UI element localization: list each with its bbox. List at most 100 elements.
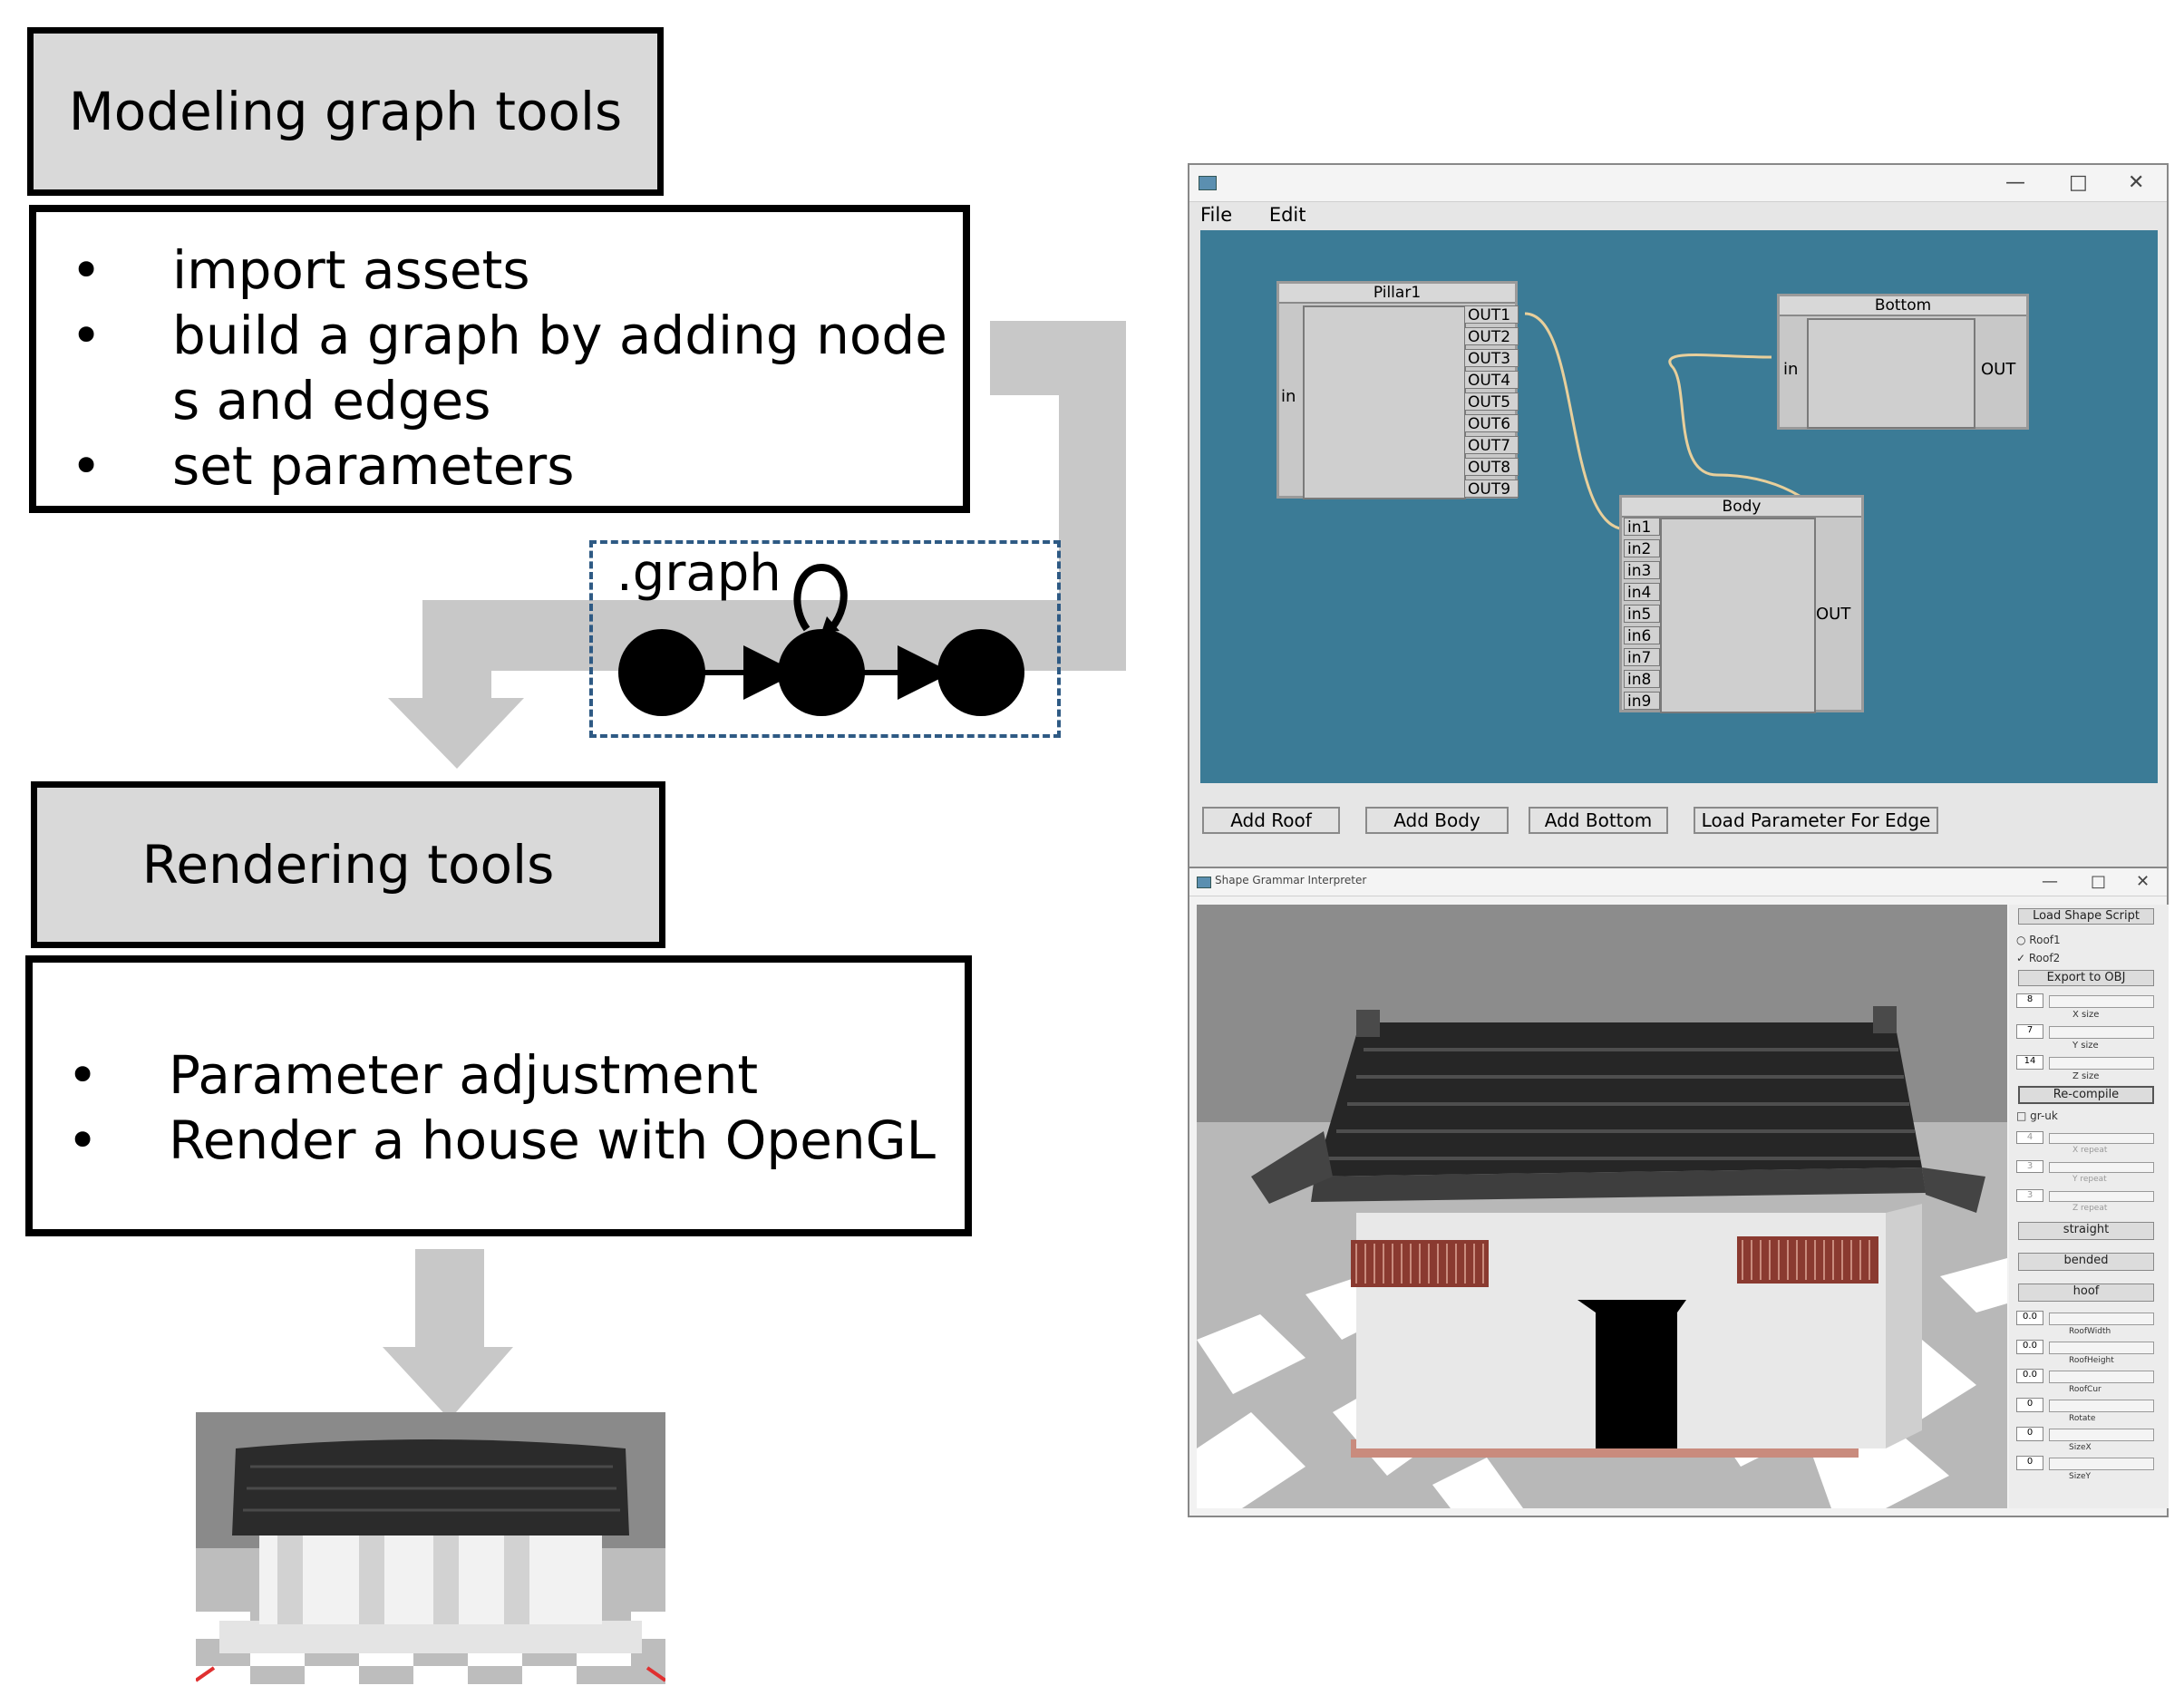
add-roof-button[interactable]: Add Roof <box>1202 807 1340 834</box>
bended-button[interactable]: bended <box>2018 1253 2154 1271</box>
port-out4[interactable]: OUT4 <box>1464 371 1519 390</box>
menu-edit[interactable]: Edit <box>1268 204 1306 226</box>
modeling-item-params: set parameters <box>36 433 963 499</box>
rotate-slider[interactable] <box>2049 1400 2154 1412</box>
rendering-title-box: Rendering tools <box>31 781 665 948</box>
render-close-icon[interactable]: ✕ <box>2136 872 2150 891</box>
port-in5[interactable]: in5 <box>1624 605 1660 624</box>
roof2-label: Roof2 <box>2028 952 2061 964</box>
x-repeat-value[interactable]: 4 <box>2016 1131 2043 1144</box>
node-pillar-input[interactable]: in <box>1281 387 1296 406</box>
z-repeat-slider[interactable] <box>2049 1191 2154 1202</box>
port-out3[interactable]: OUT3 <box>1464 349 1519 368</box>
rendering-item-render: Render a house with OpenGL <box>33 1108 965 1173</box>
node-body[interactable]: Body in1 in2 in3 in4 in5 in6 in7 in8 in9… <box>1619 495 1864 713</box>
y-repeat-label: Y repeat <box>2072 1175 2107 1184</box>
port-in2[interactable]: in2 <box>1624 539 1660 558</box>
port-in4[interactable]: in4 <box>1624 583 1660 602</box>
add-bottom-button[interactable]: Add Bottom <box>1529 807 1668 834</box>
node-body-body <box>1660 518 1816 713</box>
port-out9[interactable]: OUT9 <box>1464 480 1519 499</box>
modeling-item-build-cont: s and edges <box>172 370 491 431</box>
size-x-value[interactable]: 0 <box>2016 1427 2043 1441</box>
y-repeat-slider[interactable] <box>2049 1162 2154 1173</box>
port-in7[interactable]: in7 <box>1624 648 1660 667</box>
down-arrow-2 <box>383 1249 513 1419</box>
node-body-output[interactable]: OUT <box>1816 605 1851 624</box>
roof-radio-1[interactable]: ○ Roof1 <box>2016 934 2061 946</box>
node-bottom-body <box>1807 318 1975 429</box>
x-size-slider[interactable] <box>2049 995 2154 1008</box>
graph-canvas[interactable]: Pillar1 in OUT1 OUT2 OUT3 OUT4 OUT5 OUT6… <box>1200 230 2158 783</box>
modeling-title: Modeling graph tools <box>68 81 623 142</box>
rendering-item-params: Parameter adjustment <box>33 1042 965 1108</box>
render-minimize-icon[interactable]: — <box>2042 872 2058 891</box>
straight-button[interactable]: straight <box>2018 1222 2154 1240</box>
port-in6[interactable]: in6 <box>1624 626 1660 645</box>
recompile-button[interactable]: Re-compile <box>2018 1086 2154 1104</box>
graph-file-label: .graph <box>616 544 781 603</box>
render-titlebar[interactable]: Shape Grammar Interpreter — □ ✕ <box>1189 868 2167 896</box>
modeling-list-box: import assets build a graph by adding no… <box>29 205 970 513</box>
roof-height-value[interactable]: 0.0 <box>2016 1340 2043 1354</box>
minimize-icon[interactable]: — <box>2005 171 2025 194</box>
port-out5[interactable]: OUT5 <box>1464 392 1519 412</box>
modeling-list: import assets build a graph by adding no… <box>36 237 963 499</box>
roof-radio-2[interactable]: ✓ Roof2 <box>2016 952 2061 964</box>
render-maximize-icon[interactable]: □ <box>2091 872 2107 891</box>
z-repeat-label: Z repeat <box>2072 1204 2108 1213</box>
roof-cur-slider[interactable] <box>2049 1371 2154 1383</box>
port-in8[interactable]: in8 <box>1624 670 1660 689</box>
roof-height-slider[interactable] <box>2049 1342 2154 1354</box>
load-shape-script-button[interactable]: Load Shape Script <box>2018 908 2154 925</box>
z-size-slider[interactable] <box>2049 1057 2154 1070</box>
roof-width-label: RoofWidth <box>2069 1327 2111 1336</box>
add-body-button[interactable]: Add Body <box>1365 807 1509 834</box>
app-icon <box>1199 176 1217 190</box>
node-bottom[interactable]: Bottom in OUT <box>1777 294 2029 430</box>
y-size-value[interactable]: 7 <box>2016 1024 2043 1039</box>
size-y-value[interactable]: 0 <box>2016 1456 2043 1470</box>
z-size-label: Z size <box>2072 1071 2100 1081</box>
size-y-slider[interactable] <box>2049 1458 2154 1470</box>
roof-cur-value[interactable]: 0.0 <box>2016 1369 2043 1383</box>
node-bottom-output[interactable]: OUT <box>1981 360 2016 379</box>
port-out2[interactable]: OUT2 <box>1464 327 1519 346</box>
node-bottom-input[interactable]: in <box>1783 360 1799 379</box>
graph-node-3 <box>937 629 1024 716</box>
y-size-slider[interactable] <box>2049 1026 2154 1039</box>
node-pillar[interactable]: Pillar1 in OUT1 OUT2 OUT3 OUT4 OUT5 OUT6… <box>1276 281 1519 499</box>
x-repeat-label: X repeat <box>2072 1146 2108 1155</box>
x-size-value[interactable]: 8 <box>2016 993 2043 1008</box>
right-window <box>1737 1236 1878 1284</box>
maximize-icon[interactable]: □ <box>2069 171 2088 194</box>
load-parameter-button[interactable]: Load Parameter For Edge <box>1694 807 1938 834</box>
render-viewport[interactable] <box>1197 905 2007 1508</box>
port-in9[interactable]: in9 <box>1624 692 1660 711</box>
editor-menubar: File Edit <box>1189 202 2167 228</box>
export-obj-button[interactable]: Export to OBJ <box>2018 970 2154 986</box>
size-x-slider[interactable] <box>2049 1429 2154 1441</box>
port-out6[interactable]: OUT6 <box>1464 414 1519 433</box>
y-repeat-value[interactable]: 3 <box>2016 1160 2043 1173</box>
gr-uk-checkbox[interactable]: □ gr-uk <box>2016 1109 2058 1122</box>
x-repeat-slider[interactable] <box>2049 1133 2154 1144</box>
menu-file[interactable]: File <box>1200 204 1233 226</box>
editor-titlebar[interactable]: — □ ✕ <box>1189 165 2167 202</box>
port-in3[interactable]: in3 <box>1624 561 1660 580</box>
z-size-value[interactable]: 14 <box>2016 1055 2043 1070</box>
rotate-value[interactable]: 0 <box>2016 1398 2043 1412</box>
port-out1[interactable]: OUT1 <box>1464 305 1519 325</box>
close-icon[interactable]: ✕ <box>2128 171 2145 194</box>
roof-height-label: RoofHeight <box>2069 1356 2114 1365</box>
node-pillar-body <box>1303 305 1466 499</box>
hoof-button[interactable]: hoof <box>2018 1284 2154 1302</box>
roof-width-slider[interactable] <box>2049 1313 2154 1325</box>
port-in1[interactable]: in1 <box>1624 518 1660 537</box>
roof-width-value[interactable]: 0.0 <box>2016 1311 2043 1325</box>
size-x-label: SizeX <box>2069 1443 2092 1452</box>
port-out7[interactable]: OUT7 <box>1464 436 1519 455</box>
z-repeat-value[interactable]: 3 <box>2016 1189 2043 1202</box>
port-out8[interactable]: OUT8 <box>1464 458 1519 477</box>
